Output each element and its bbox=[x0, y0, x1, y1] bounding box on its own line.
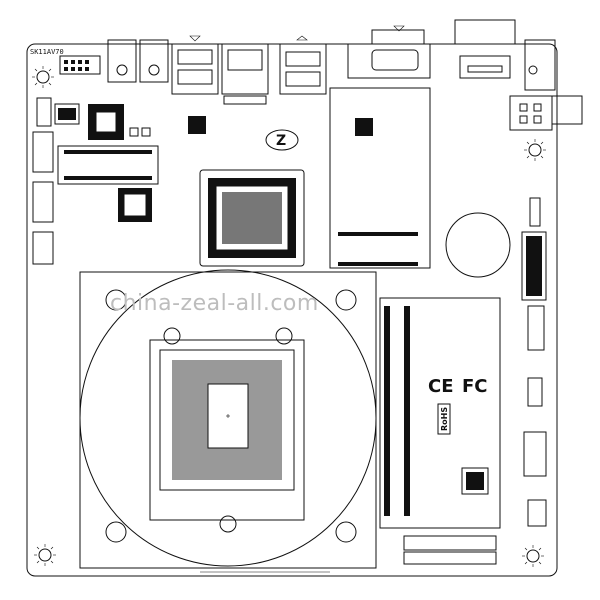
bottom-headers bbox=[200, 535, 497, 573]
svg-text:Z: Z bbox=[276, 133, 286, 149]
mount-hole-bottom-right bbox=[522, 545, 544, 567]
mini-pcie-slot-left bbox=[57, 145, 159, 222]
certification-marks: FC CE RoHS bbox=[428, 376, 488, 435]
mount-hole-right-upper bbox=[524, 139, 546, 161]
memory-slots bbox=[379, 297, 501, 529]
cpu-socket bbox=[149, 339, 305, 521]
chipset bbox=[199, 169, 305, 267]
io-chip bbox=[88, 104, 124, 140]
ce-mark: CE bbox=[428, 376, 454, 397]
rohs-mark: RoHS bbox=[440, 407, 449, 431]
brand-logo: Z bbox=[265, 129, 299, 151]
board-model-label: SK11AV70 bbox=[30, 48, 64, 56]
watermark: china-zeal-all.com bbox=[110, 291, 319, 316]
mount-hole-bottom-left bbox=[34, 544, 56, 566]
cpu-heatsink-area bbox=[79, 269, 377, 569]
rear-io-panel bbox=[59, 19, 583, 131]
right-bottom-headers bbox=[523, 305, 547, 527]
left-headers bbox=[32, 97, 80, 265]
cmos-battery bbox=[445, 212, 511, 278]
fc-mark: FC bbox=[462, 376, 488, 397]
right-header-atx bbox=[521, 197, 547, 301]
mini-pcie-slot-right bbox=[329, 87, 431, 269]
mount-hole-top-left bbox=[32, 66, 54, 88]
